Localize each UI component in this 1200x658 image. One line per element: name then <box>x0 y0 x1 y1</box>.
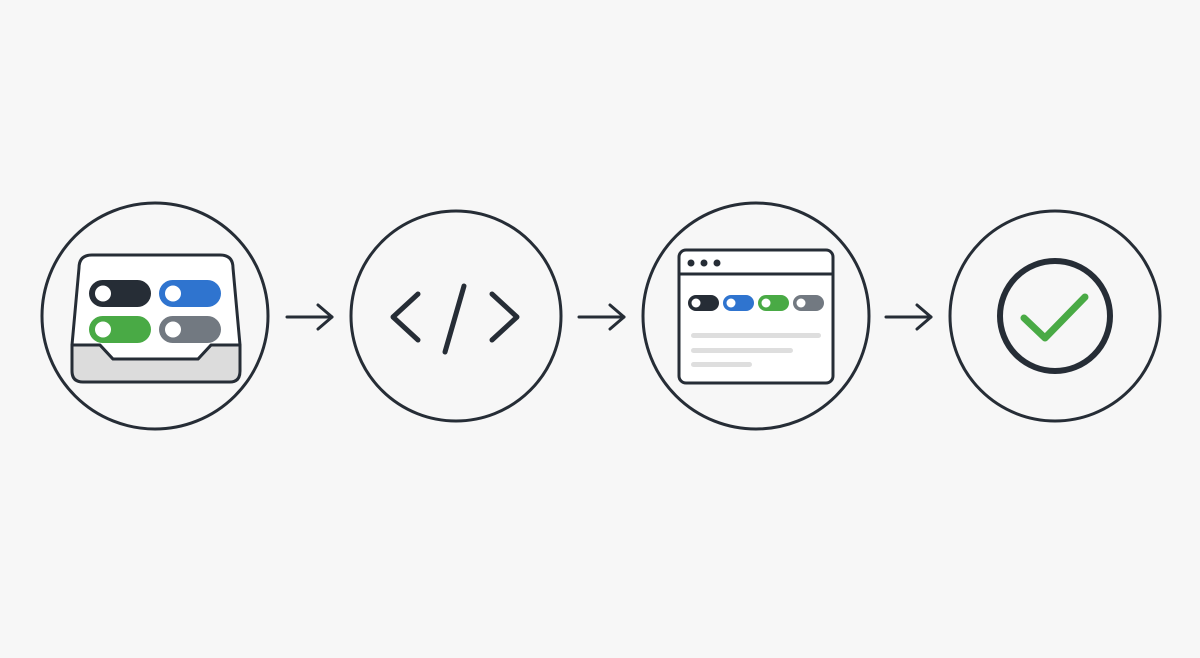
toggle-tray-icon <box>70 253 242 384</box>
mini-toggle-blue <box>723 295 754 311</box>
window-dot <box>713 259 721 267</box>
mini-toggle-gray <box>793 295 824 311</box>
browser-window-icon <box>677 248 835 385</box>
mini-toggle-dark <box>688 295 719 311</box>
right-arrow-icon <box>577 303 626 331</box>
step-2-code <box>349 209 563 423</box>
step-circle <box>641 201 871 431</box>
code-brackets-icon <box>390 283 520 355</box>
step-circle <box>40 201 270 431</box>
window-dot <box>700 259 708 267</box>
toggle-gray <box>159 316 221 343</box>
step-3-browser-preview <box>641 201 871 431</box>
window-dot <box>687 259 695 267</box>
step-circle <box>349 209 563 423</box>
right-arrow-icon <box>884 303 933 331</box>
skeleton-line <box>691 362 752 367</box>
right-arrow-icon <box>285 303 334 331</box>
toggle-blue <box>159 280 221 307</box>
step-4-success <box>948 209 1162 423</box>
toggle-green <box>89 316 151 343</box>
skeleton-line <box>691 333 821 338</box>
mini-toggle-green <box>758 295 789 311</box>
tray-body <box>70 253 242 361</box>
step-1-toggle-tray <box>40 201 270 431</box>
checkmark-icon <box>997 258 1113 374</box>
toggle-dark <box>89 280 151 307</box>
skeleton-line <box>691 348 793 353</box>
step-circle <box>948 209 1162 423</box>
